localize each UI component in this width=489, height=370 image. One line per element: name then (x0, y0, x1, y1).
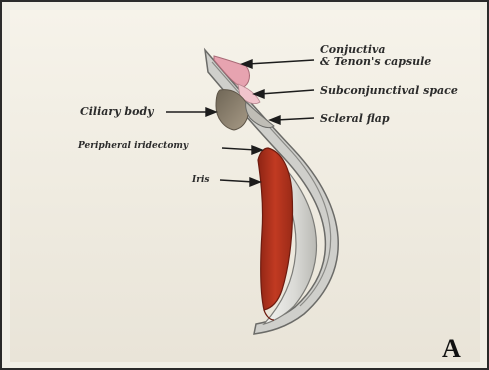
arrowhead-scleral-flap (270, 116, 280, 124)
leader-scleral-flap (276, 118, 314, 120)
leader-conjunctiva (248, 60, 314, 64)
leader-subconjunctival (260, 90, 314, 94)
arrowhead-ciliary-body (206, 108, 216, 116)
label-iris: Iris (192, 176, 209, 185)
leader-iris (220, 180, 254, 182)
panel-letter: A (442, 336, 461, 362)
label-peripheral-iridectomy: Peripheral iridectomy (78, 142, 188, 151)
arrowhead-iris (250, 178, 260, 186)
scleral-flap (246, 102, 274, 128)
label-conjunctiva: Conjuctiva & Tenon's capsule (320, 44, 431, 67)
leader-iridectomy (222, 148, 256, 150)
label-ciliary-body: Ciliary body (80, 106, 154, 117)
label-subconjunctival-space: Subconjunctival space (320, 85, 458, 96)
iris (258, 148, 293, 310)
label-scleral-flap: Scleral flap (320, 113, 390, 124)
